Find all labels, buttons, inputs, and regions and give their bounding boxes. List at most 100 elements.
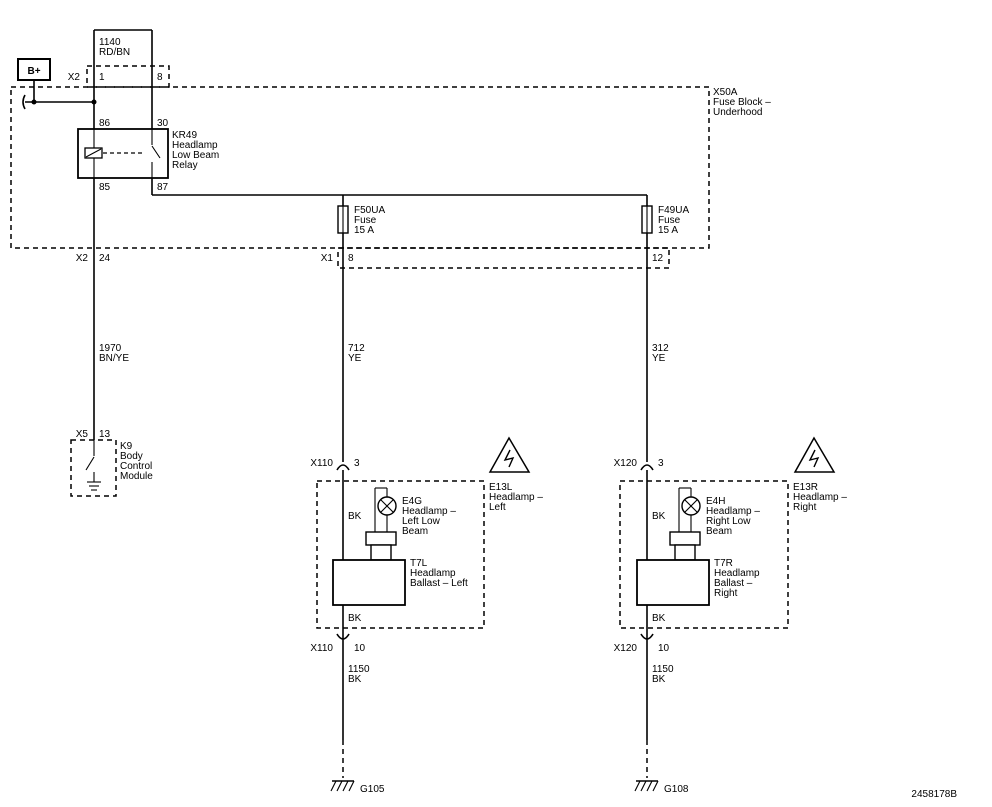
conn-x2-bottom-label: X2: [76, 253, 89, 264]
ground-right-name: G108: [664, 784, 689, 795]
fuse-block-desc-1: Fuse Block –: [713, 97, 771, 108]
wire-312-color: YE: [652, 353, 666, 364]
left-wire-bk-top: BK: [348, 511, 362, 522]
fuse-right-rating: 15 A: [658, 225, 678, 236]
relay-line2: Low Beam: [172, 150, 219, 161]
wire-1150-right-color: BK: [652, 674, 666, 685]
ground-left-hatch-2: [336, 780, 343, 792]
pin-x2-8: 8: [157, 72, 163, 83]
ground-right-hatch-3: [646, 780, 653, 792]
pin-x2-24: 24: [99, 253, 111, 264]
left-warning-icon: [488, 436, 531, 473]
left-wire-bk-bottom: BK: [348, 613, 362, 624]
left-bulb-line1: Headlamp –: [402, 506, 456, 517]
left-warning-bolt: [503, 449, 515, 468]
left-ballast-name: T7L: [410, 558, 428, 569]
fuse-left-name: F50UA: [354, 205, 385, 216]
bus-splice: [31, 99, 37, 105]
left-conn-bottom: X110: [310, 643, 333, 654]
right-assembly-line2: Right: [793, 502, 817, 513]
conn-x2-top-label: X2: [68, 72, 81, 83]
conn-x1-label: X1: [321, 253, 334, 264]
right-pin-bottom: 10: [658, 643, 670, 654]
right-assembly-line1: Headlamp –: [793, 492, 847, 503]
right-ballast-line3: Right: [714, 588, 738, 599]
left-conn-top-symbol: [336, 464, 350, 471]
left-bulb-line3: Beam: [402, 526, 428, 537]
left-assembly-name: E13L: [489, 482, 513, 493]
ground-left-hatch-3: [342, 780, 349, 792]
pin-x2-1: 1: [99, 72, 105, 83]
bcm-switch-contact: [85, 456, 95, 471]
right-warning-bolt: [808, 449, 820, 468]
wire-312-circuit: 312: [652, 343, 669, 354]
wire-1150-left-circuit: 1150: [348, 664, 370, 675]
left-bulb-x-2: [380, 499, 394, 513]
bcm-name: K9: [120, 441, 133, 452]
connector-x2-top: [86, 65, 170, 88]
ground-left-hatch-1: [330, 780, 337, 792]
left-bulb-line2: Left Low: [402, 516, 441, 527]
bcm-line3: Module: [120, 471, 153, 482]
right-ballast-line1: Headlamp: [714, 568, 760, 579]
ground-right-hatch-2: [640, 780, 647, 792]
relay-switch-contact: [151, 145, 161, 159]
relay-pin-85: 85: [99, 182, 111, 193]
relay-pin-87: 87: [157, 182, 169, 193]
right-assembly-outline: [619, 480, 789, 629]
bcm-pin: 13: [99, 429, 111, 440]
left-assembly-line1: Headlamp –: [489, 492, 543, 503]
right-conn-bottom: X120: [614, 643, 638, 654]
bcm-conn: X5: [76, 429, 89, 440]
left-ballast-line1: Headlamp: [410, 568, 456, 579]
ground-left-name: G105: [360, 784, 385, 795]
right-wire-bk-bottom: BK: [652, 613, 666, 624]
left-assembly-outline: [316, 480, 485, 629]
right-pin-top: 3: [658, 458, 664, 469]
left-ballast-box: [332, 559, 406, 606]
right-plug-bottom: [674, 544, 696, 561]
bcm-line2: Control: [120, 461, 152, 472]
right-conn-top: X120: [614, 458, 638, 469]
ground-right-hatch-1: [634, 780, 641, 792]
wire-712-circuit: 712: [348, 343, 365, 354]
battery-label: B+: [27, 66, 40, 77]
left-pin-top: 3: [354, 458, 360, 469]
fuse-right-line1: Fuse: [658, 215, 681, 226]
relay-line1: Headlamp: [172, 140, 218, 151]
right-ballast-box: [636, 559, 710, 606]
bcm-line1: Body: [120, 451, 143, 462]
right-bulb-line3: Beam: [706, 526, 732, 537]
pin-x1-12: 12: [652, 253, 664, 264]
fuse-block-name: X50A: [713, 87, 738, 98]
left-plug-bottom: [370, 544, 392, 561]
right-ballast-name: T7R: [714, 558, 733, 569]
relay-box: [77, 128, 169, 179]
left-ballast-line2: Ballast – Left: [410, 578, 468, 589]
wire-1970-circuit: 1970: [99, 343, 122, 354]
fuse-block-desc-2: Underhood: [713, 107, 762, 118]
right-bulb-line2: Right Low: [706, 516, 751, 527]
right-warning-icon: [793, 436, 836, 473]
left-pin-bottom: 10: [354, 643, 366, 654]
right-bulb-name: E4H: [706, 496, 725, 507]
right-assembly-name: E13R: [793, 482, 818, 493]
ground-left-hatch-4: [348, 780, 355, 792]
relay-pin-86: 86: [99, 118, 111, 129]
right-ballast-line2: Ballast –: [714, 578, 753, 589]
fuse-right-name: F49UA: [658, 205, 689, 216]
fuse-left-rating: 15 A: [354, 225, 374, 236]
wire-1140-circuit: 1140: [99, 37, 121, 48]
right-plug-top: [669, 531, 701, 546]
diagram-id: 2458178B: [911, 789, 957, 800]
relay-pin-30: 30: [157, 118, 169, 129]
right-wire-bk-top: BK: [652, 511, 666, 522]
left-conn-bottom-symbol: [336, 633, 350, 640]
left-bulb-name: E4G: [402, 496, 422, 507]
right-conn-bottom-symbol: [640, 633, 654, 640]
wire-712-color: YE: [348, 353, 362, 364]
right-bulb-line1: Headlamp –: [706, 506, 760, 517]
left-assembly-line2: Left: [489, 502, 506, 513]
wire-1150-left-color: BK: [348, 674, 362, 685]
